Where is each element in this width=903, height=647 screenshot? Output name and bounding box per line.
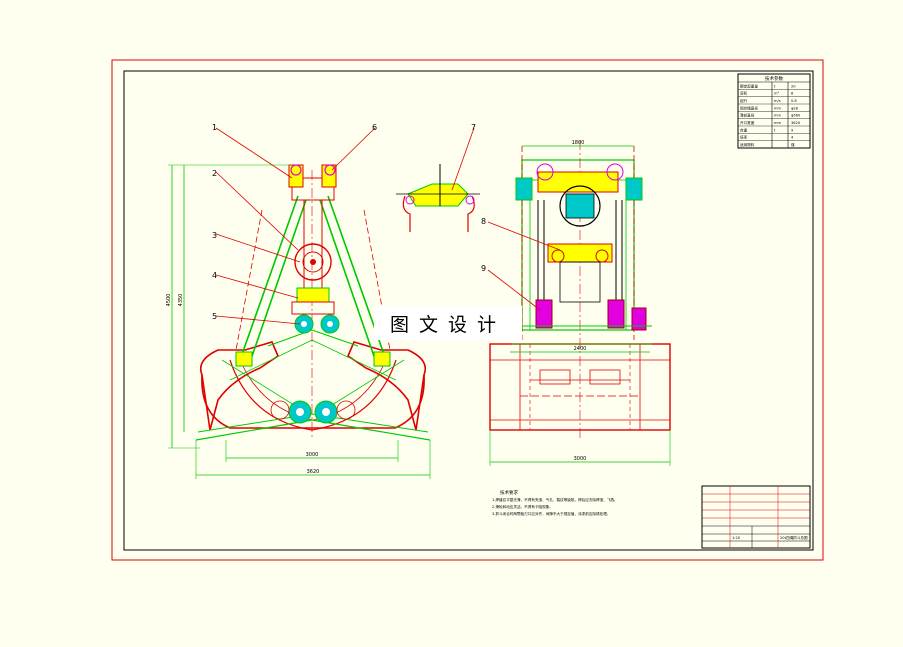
callout-3: 3 (212, 231, 217, 240)
spec-row-unit: mm (774, 121, 782, 125)
spec-row-name: 起升 (740, 98, 748, 103)
watermark: 图文设计 (374, 306, 522, 340)
spec-row-value: 0.8 (791, 99, 797, 103)
spec-table-title: 技术参数 (765, 75, 783, 82)
spec-row-name: 自重 (740, 127, 748, 132)
tech-note-line-1: 1.焊缝应平整光滑，不得有夹渣、气孔、裂纹等缺陷，焊后应去除焊渣、飞溅。 (492, 497, 618, 502)
spec-row-unit: mm (774, 114, 782, 118)
spec-row-unit: t (774, 84, 776, 88)
callout-1: 1 (212, 123, 217, 132)
drawing-name: 20t四绳抓斗总图 (780, 535, 808, 540)
dim-side-width-top: 1800 (572, 140, 585, 146)
callout-5: 5 (212, 312, 217, 321)
spec-row-unit: mm (774, 106, 782, 110)
spec-row-name: 容积 (740, 91, 748, 96)
spec-row-value: 9 (791, 128, 794, 132)
spec-row-value: 煤 (791, 142, 795, 147)
spec-row-unit: m/s (774, 99, 781, 103)
spec-row-name: 额定起重量 (740, 83, 758, 88)
dim-front-width-inner: 3000 (306, 452, 319, 458)
tech-note-line-2: 2.滑轮转动应灵活，不得有卡阻现象。 (492, 504, 553, 509)
outer-frame (111, 59, 824, 561)
callout-4: 4 (212, 271, 217, 280)
side-view (487, 140, 671, 466)
callout-8: 8 (481, 217, 486, 226)
front-view (168, 127, 431, 479)
dim-side-width-bottom: 3000 (574, 456, 587, 462)
inner-border (123, 70, 814, 551)
spec-row-unit: m³ (774, 92, 780, 96)
hook-detail (396, 127, 480, 232)
dim-side-width-mid: 2400 (574, 346, 587, 352)
spec-row-value: φ560 (791, 114, 801, 118)
spec-row-unit: t (774, 128, 776, 132)
dim-front-width-outer: 3620 (307, 469, 320, 475)
tech-note-line-3: 3.抓斗闭合时两颚板刃口应对齐，间隙不大于规定值，涂漆前应除锈处理。 (492, 511, 610, 516)
callout-2: 2 (212, 169, 217, 178)
callout-6: 6 (372, 123, 377, 132)
spec-row-value: 20 (791, 84, 796, 88)
dim-front-height-inner: 4350 (178, 294, 184, 307)
tech-notes-title: 技术要求 (500, 489, 518, 496)
spec-row-value: 3620 (791, 121, 801, 125)
spec-row-value: 4 (791, 136, 794, 140)
drawing-scale: 1:20 (732, 536, 741, 540)
spec-row-value: 8 (791, 92, 794, 96)
spec-row-name: 倍率 (740, 135, 748, 140)
callout-9: 9 (481, 264, 486, 273)
spec-row-name: 开口宽度 (740, 120, 755, 125)
spec-row-name: 适用物料 (740, 142, 755, 147)
spec-row-name: 钢丝绳直径 (740, 105, 758, 110)
title-block (701, 485, 811, 549)
spec-row-name: 滑轮直径 (740, 113, 755, 118)
spec-rows: 额定起重量 t 20 容积 m³ 8 起升 m/s 0.8 钢丝绳直径 mm φ28 滑轮直径 mm φ56… (738, 83, 810, 149)
spec-row-value: φ28 (791, 106, 799, 110)
callout-7: 7 (471, 123, 476, 132)
dim-front-height-outer: 4500 (166, 294, 172, 307)
